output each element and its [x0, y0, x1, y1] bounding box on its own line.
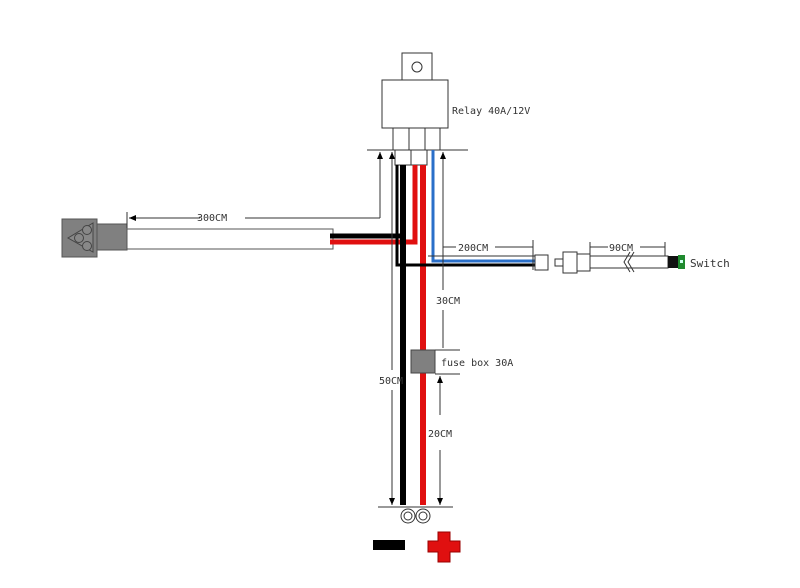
- ring-terminals: [400, 508, 431, 524]
- relay-body: [381, 79, 449, 129]
- dim-200cm: 200CM: [458, 243, 488, 254]
- fuse-box: [410, 349, 436, 374]
- red-wire-main: [330, 165, 418, 245]
- dim-50cm: 50CM: [379, 376, 403, 387]
- relay-pin: [392, 127, 410, 151]
- switch-connector: [534, 251, 669, 274]
- switch-label: Switch: [690, 257, 730, 270]
- dim-300cm: 300CM: [197, 213, 227, 224]
- relay: [381, 52, 449, 166]
- fuse-label: fuse box 30A: [441, 358, 513, 369]
- relay-pin: [424, 127, 441, 151]
- dim-90cm: 90CM: [609, 243, 633, 254]
- relay-socket: [410, 149, 428, 166]
- dim-30cm: 30CM: [436, 296, 460, 307]
- dimension-lines: [126, 152, 666, 508]
- black-switch-wire: [395, 165, 535, 267]
- relay-mount-hole: [411, 61, 423, 73]
- wires: [330, 150, 535, 505]
- blue-switch-wire: [431, 150, 535, 263]
- dim-20cm: 20CM: [428, 429, 452, 440]
- switch-led-dot: [680, 260, 683, 263]
- relay-socket: [394, 149, 412, 166]
- main-cable-sheath: [126, 228, 334, 250]
- light-connector: [61, 218, 128, 258]
- positive-icon: [427, 531, 461, 563]
- switch: [668, 255, 685, 269]
- negative-icon: [373, 540, 405, 550]
- relay-pin: [408, 127, 426, 151]
- switch-body: [668, 256, 678, 268]
- relay-label: Relay 40A/12V: [452, 106, 530, 117]
